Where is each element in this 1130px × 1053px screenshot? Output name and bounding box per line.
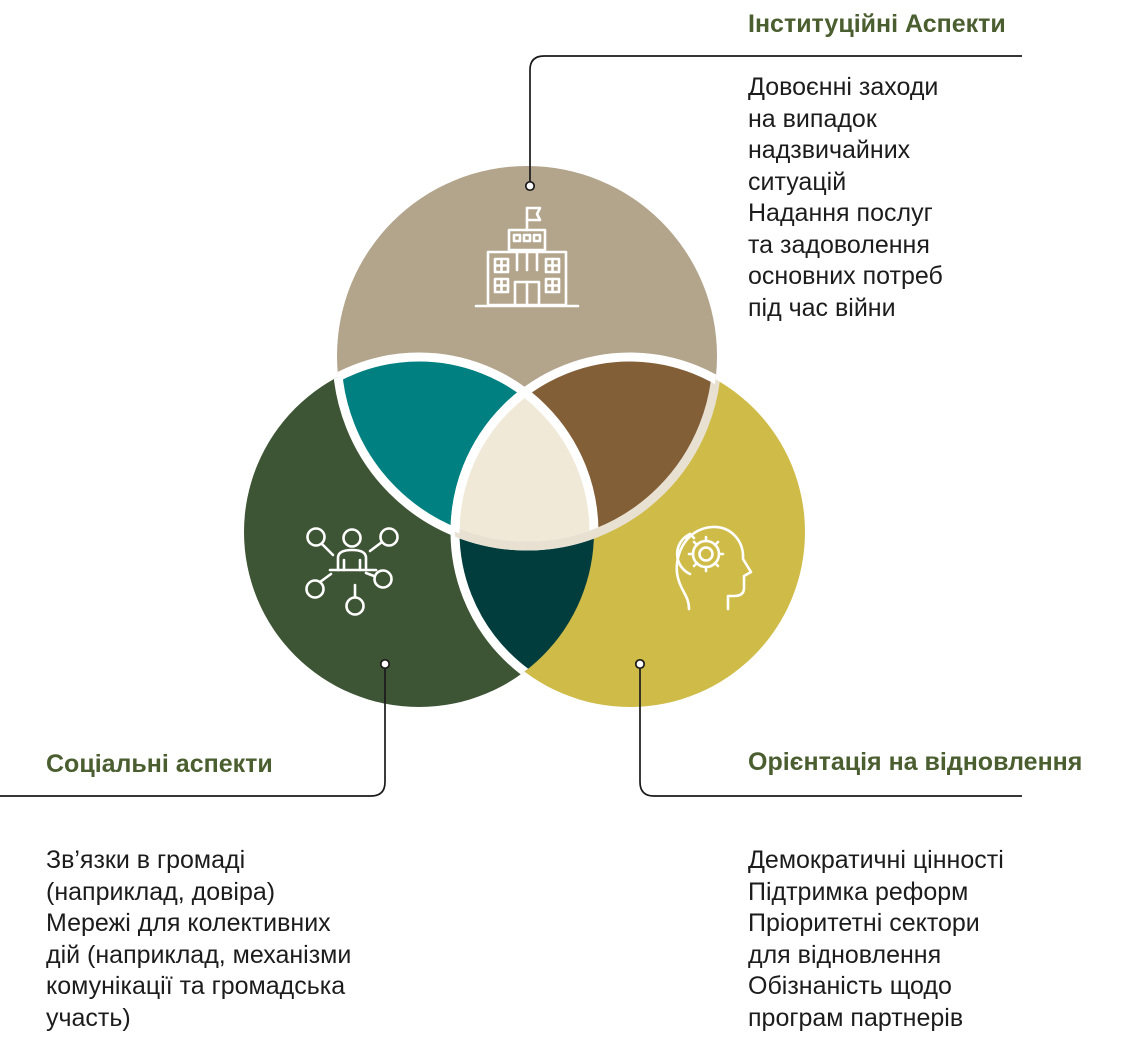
recovery-line: Обізнаність щодо xyxy=(748,972,952,1000)
social-title: Соціальні аспекти xyxy=(46,750,273,778)
institutional-text: Довоєнні заходи на випадок надзвичайних … xyxy=(748,72,943,324)
social-line: (наприклад, довіра) xyxy=(46,877,276,906)
social-line: комунікації та громадська xyxy=(46,972,346,1000)
social-connector-dot xyxy=(379,658,391,670)
recovery-title: Орієнтація на відновлення xyxy=(748,748,1083,776)
top-circle-outline-right xyxy=(455,357,722,551)
head-gear-icon xyxy=(675,525,753,611)
social-line: дій (наприклад, механізми xyxy=(46,940,352,969)
overlap-top-left xyxy=(337,357,594,546)
recovery-text: Демократичні цінності Підтримка реформ П… xyxy=(748,845,1004,1034)
recovery-connector-dot xyxy=(634,658,646,670)
institutional-connector-dot xyxy=(524,180,536,192)
community-network-icon xyxy=(305,527,399,616)
social-line: Зв’язки в громаді xyxy=(46,846,246,874)
institutional-line: надзвичайних xyxy=(748,136,911,164)
recovery-line: Демократичні цінності xyxy=(748,846,1004,874)
recovery-line: для відновлення xyxy=(748,940,942,969)
institutional-line: основних потреб xyxy=(748,262,943,290)
institutional-line: Надання послуг xyxy=(748,199,933,227)
government-building-icon xyxy=(474,206,580,308)
institutional-line: на випадок xyxy=(748,104,877,133)
social-line: Мережі для колективних xyxy=(46,909,331,937)
institutional-line: та задоволення xyxy=(748,230,930,259)
institutional-line: під час війни xyxy=(748,293,896,322)
social-line: участь) xyxy=(46,1003,131,1032)
recovery-connector xyxy=(639,664,1022,797)
social-connector xyxy=(0,664,386,797)
overlap-top-right xyxy=(455,357,717,546)
social-text: Зв’язки в громаді (наприклад, довіра) Ме… xyxy=(46,845,351,1034)
recovery-line: програм партнерів xyxy=(748,1003,964,1032)
institutional-line: Довоєнні заходи xyxy=(748,73,939,101)
institutional-line: ситуацій xyxy=(748,167,847,196)
institutional-title: Інституційні Аспекти xyxy=(748,10,1006,38)
recovery-line: Підтримка реформ xyxy=(748,877,969,906)
institutional-connector xyxy=(529,55,1022,186)
recovery-line: Пріоритетні сектори xyxy=(748,909,980,937)
